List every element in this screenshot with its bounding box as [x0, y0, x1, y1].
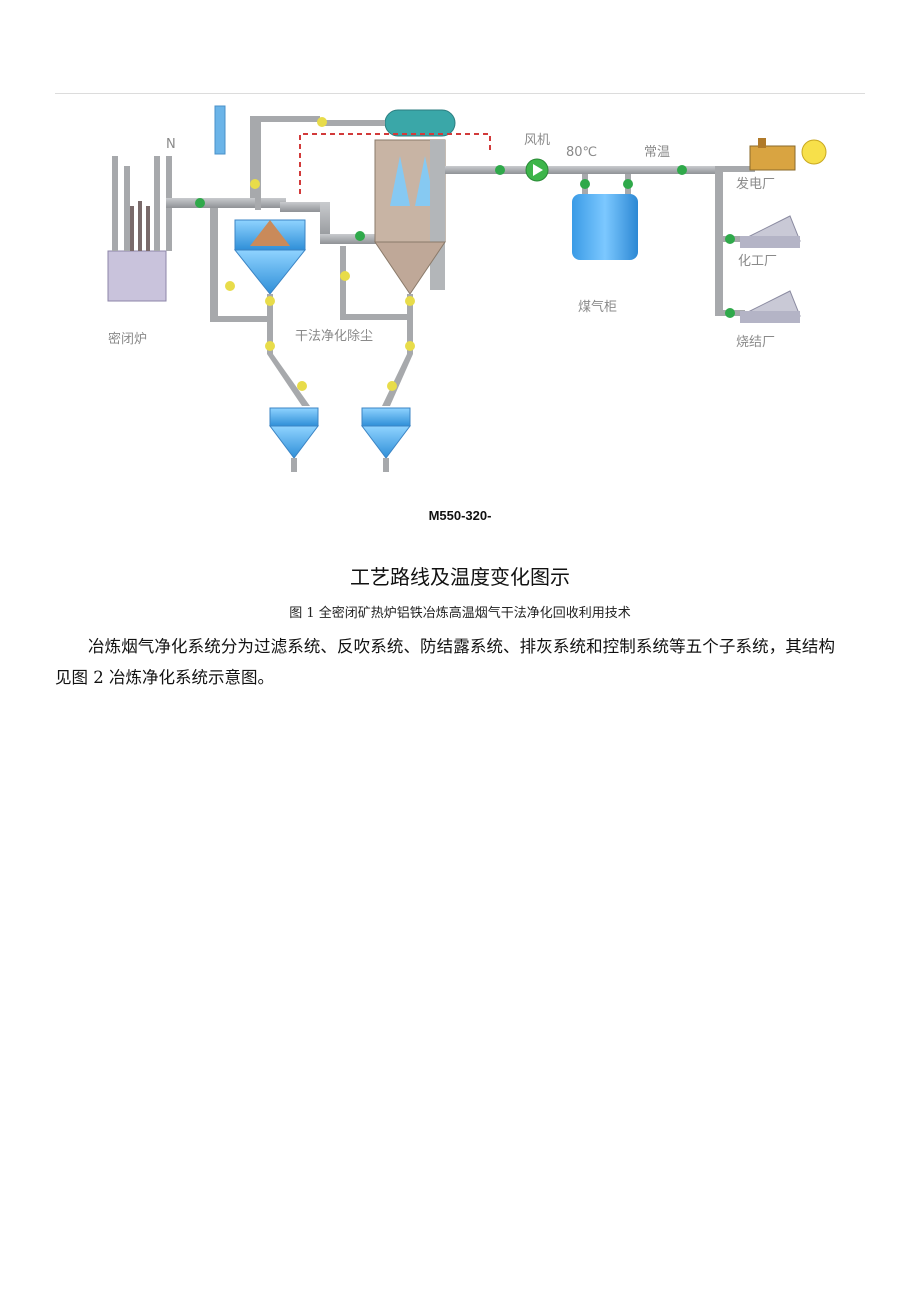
power-plant-icon [749, 138, 827, 171]
nitrogen-column [214, 105, 226, 155]
power-plant-label: 发电厂 [736, 176, 775, 192]
furnace-label: 密闭炉 [108, 331, 147, 347]
dry-cleaning-label: 干法净化除尘 [295, 329, 373, 344]
figure-title: 工艺路线及温度变化图示 [350, 565, 570, 589]
sintering-plant-icon [739, 290, 801, 323]
bag-filter-tower [374, 139, 446, 295]
top-rule [55, 93, 865, 94]
chemical-plant-label: 化工厂 [738, 254, 777, 269]
furnace [107, 156, 172, 302]
body-paragraph: 冶炼烟气净化系统分为过滤系统、反吹系统、防结露系统、排灰系统和控制系统等五个子系… [55, 637, 835, 687]
normal-temp-label: 常温 [644, 145, 670, 160]
temperature-label: 80℃ [566, 145, 597, 160]
nitrogen-label: N [166, 137, 176, 152]
valve-icons [195, 117, 735, 391]
sintering-plant-label: 烧结厂 [736, 335, 775, 350]
ash-hopper-right [361, 407, 411, 472]
gas-holder-label: 煤气柜 [578, 299, 617, 315]
fan-label: 风机 [524, 133, 550, 148]
process-flow-diagram: 密闭炉 N 风机 80℃ 常温 煤气柜 [70, 96, 850, 481]
figure-caption: 图 1 全密闭矿热炉铝铁冶炼高温烟气干法净化回收利用技术 [289, 606, 631, 621]
figure-code: M550-320- [428, 508, 492, 523]
gas-holder-tank [572, 194, 638, 260]
cyclone-separator [233, 219, 307, 295]
gas-buffer-tank [384, 109, 456, 137]
inlet-pipe [166, 198, 286, 208]
outlet-pipe [445, 166, 715, 174]
ash-hopper-left [269, 407, 319, 472]
chemical-plant-icon [739, 215, 801, 248]
control-signal-line [299, 133, 491, 194]
